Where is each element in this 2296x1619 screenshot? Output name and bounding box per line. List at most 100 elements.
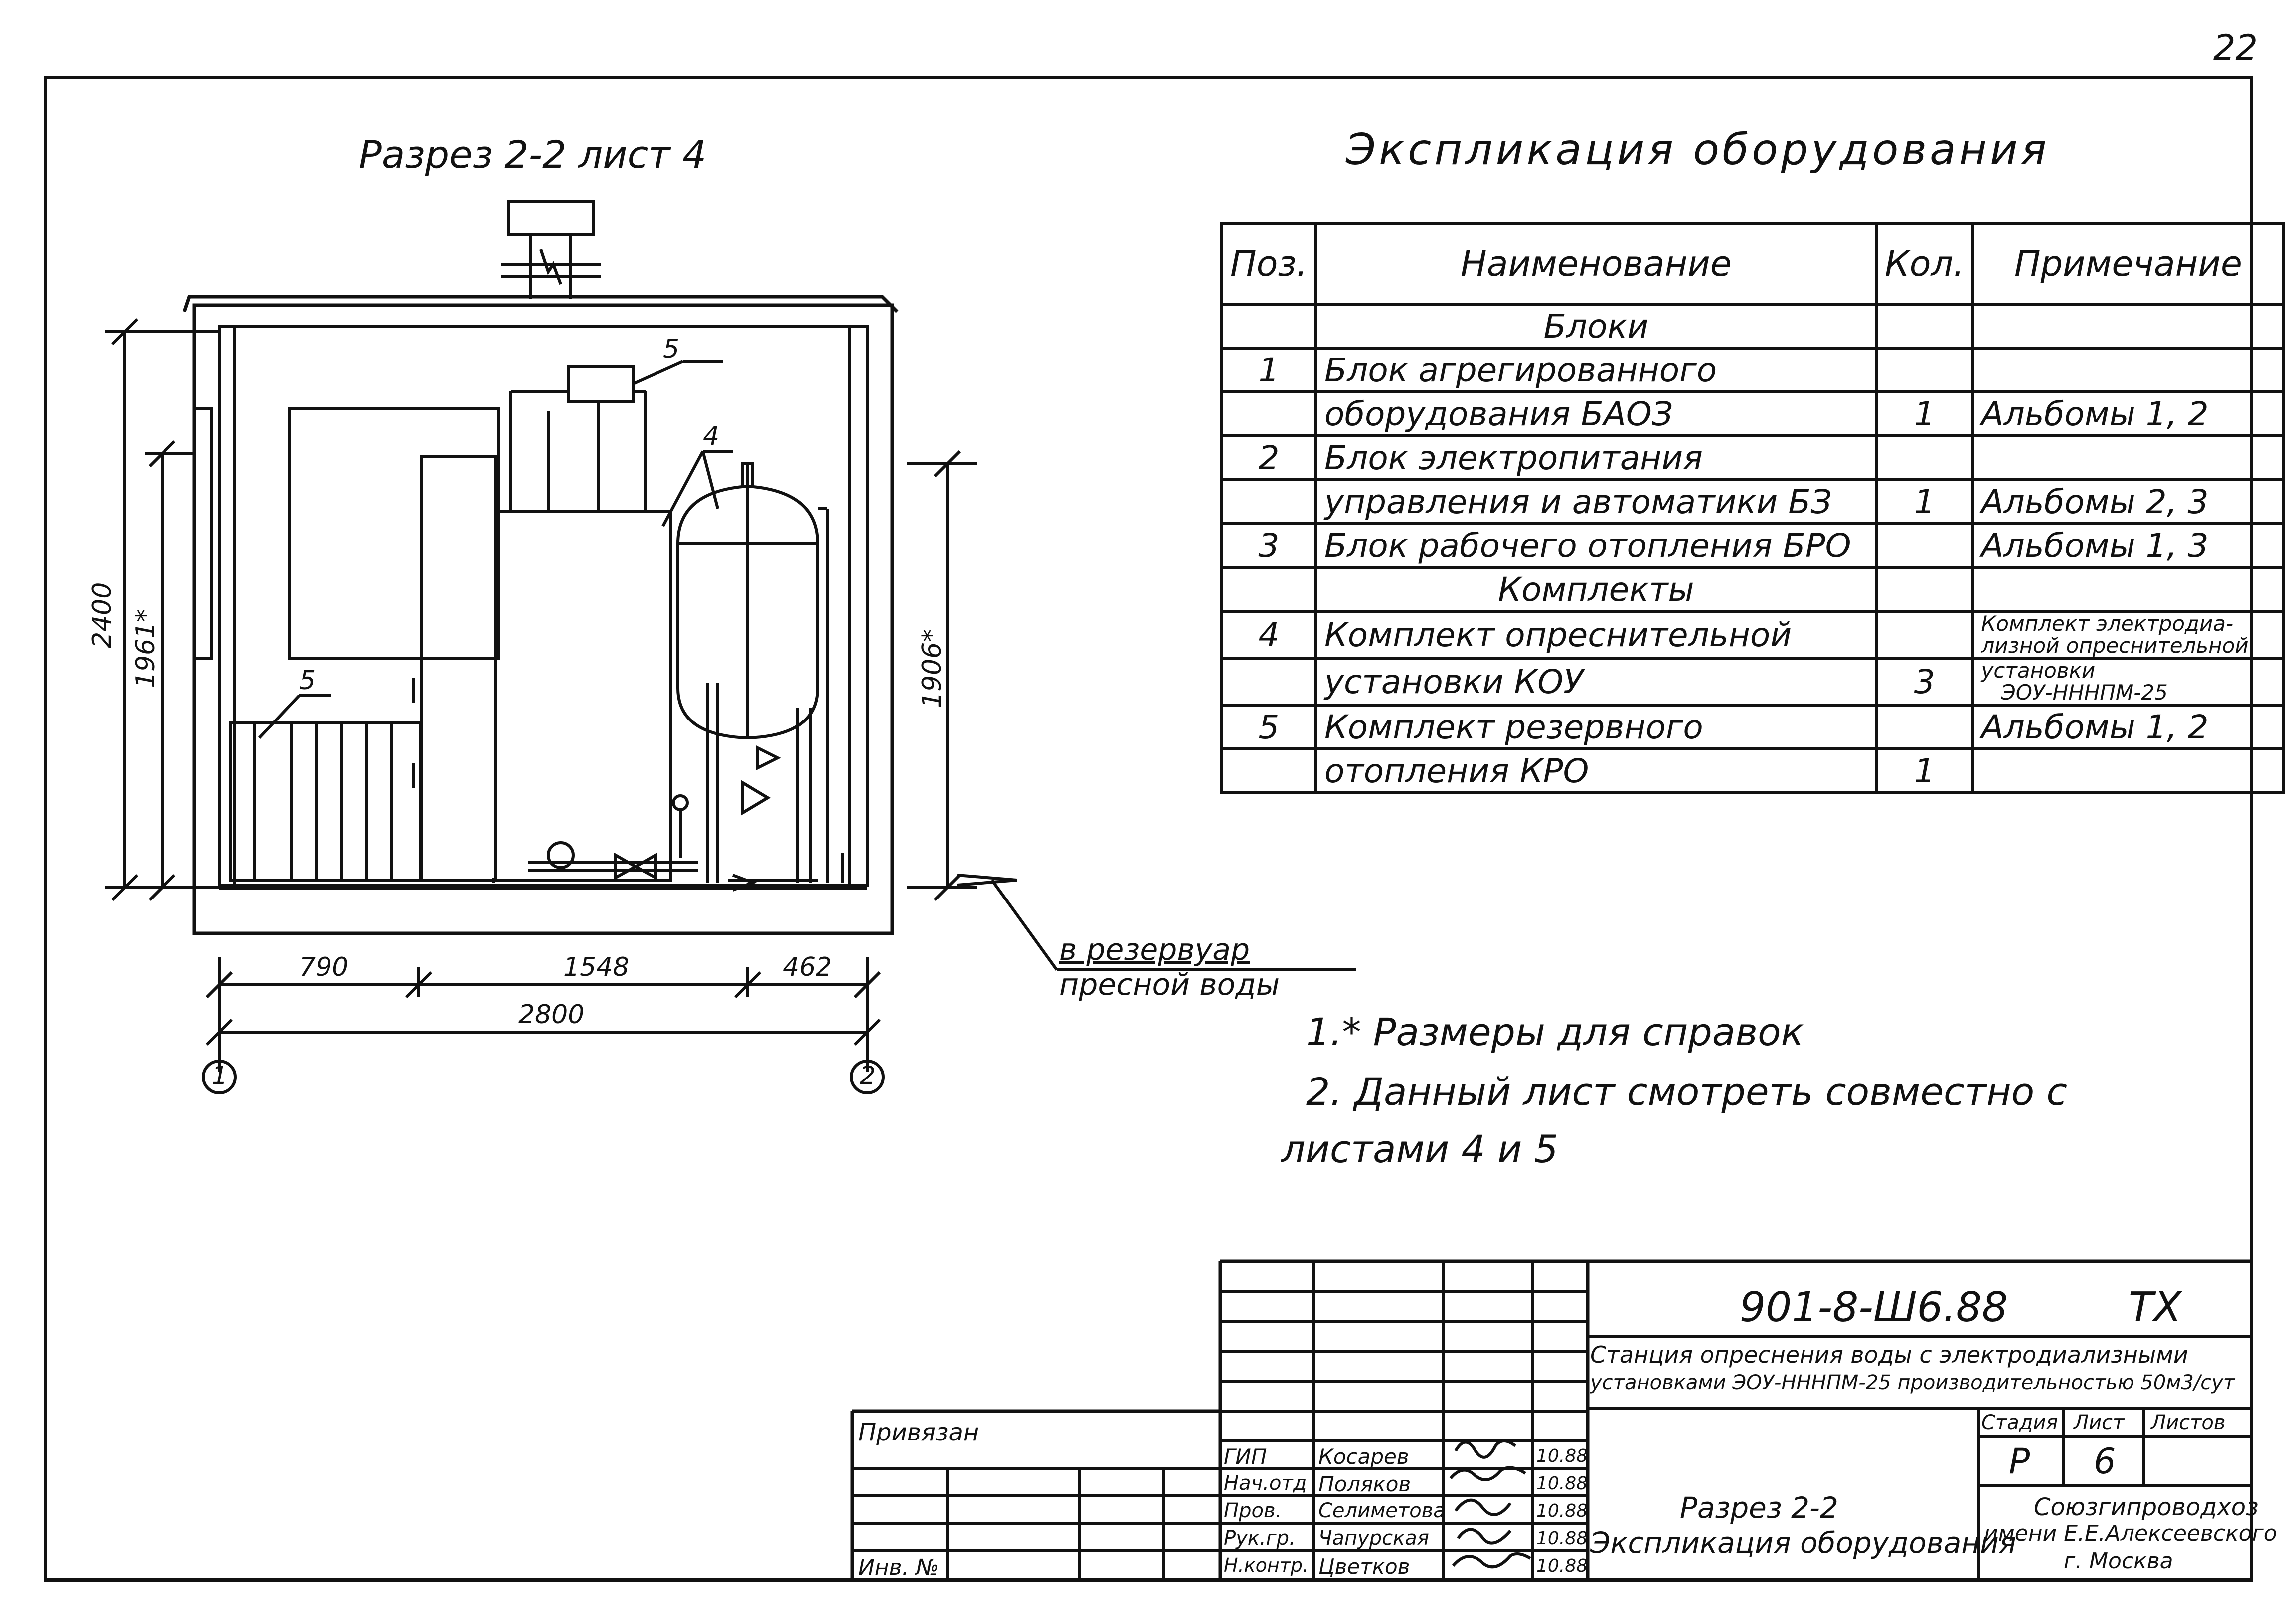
stage-label: Стадия [1981,1411,2058,1434]
row-name: Комплект опреснительной [1314,610,1878,660]
staff-role: Пров. [1224,1499,1282,1522]
sheet-name-1: Разрез 2-2 [1680,1491,1838,1525]
row-note [1971,434,2286,481]
row-note: Альбомы 2, 3 [1971,478,2286,525]
org-line-2: имени Е.Е.Алексеевского [1984,1521,2277,1546]
staff-role: Нач.отд [1224,1472,1307,1495]
table-row: 5 Комплект резервного Альбомы 1, 2 [1220,704,2286,750]
staff-name: Чапурская [1318,1527,1429,1550]
row-qty [1874,522,1974,569]
table-row: отопления КРО 1 [1220,747,2286,794]
header-qty: Кол. [1874,222,1974,306]
row-pos [1220,478,1317,525]
staff-name: Цветков [1318,1554,1410,1579]
row-group-label: Блоки [1314,303,1878,350]
header-name: Наименование [1314,222,1878,306]
sheet-value: 6 [2094,1441,2116,1482]
inv-label: Инв. № [858,1555,939,1580]
org-line-3: г. Москва [2064,1548,2173,1574]
axis-label-2: 2 [860,1061,876,1090]
org-line-1: Союзгипроводхоз [2034,1493,2259,1521]
staff-name: Поляков [1318,1472,1411,1496]
project-line-2: установками ЭОУ-НННПМ-25 производительно… [1590,1371,2235,1394]
row-name: Блок агрегированного [1314,347,1878,393]
sheet-name-2: Экспликация оборудования [1590,1526,2016,1560]
row-pos [1220,747,1317,794]
sheets-label: Листов [2151,1411,2226,1434]
row-note: Альбомы 1, 3 [1971,522,2286,569]
staff-role: Н.контр. [1224,1554,1309,1576]
stage-value: Р [2009,1441,2030,1482]
row-qty [1874,704,1974,750]
row-qty: 3 [1874,657,1974,707]
row-note [1971,347,2286,393]
row-note: установки ЭОУ-НННПМ-25 [1971,657,2286,707]
row-name: Комплект резервного [1314,704,1878,750]
staff-date: 10.88 [1536,1473,1588,1494]
row-name: Блок рабочего отопления БРО [1314,522,1878,569]
row-qty [1874,566,1974,613]
drawing-frame [44,76,2253,1582]
staff-date: 10.88 [1536,1446,1588,1466]
row-note [1971,303,2286,350]
staff-name: Косарев [1318,1444,1409,1469]
dim-width-b: 1548 [563,952,630,982]
row-qty [1874,347,1974,393]
row-name: отопления КРО [1314,747,1878,794]
note-1: 1.* Размеры для справок [1306,1010,1804,1054]
note-2: 2. Данный лист смотреть совместно с [1306,1070,2068,1114]
table-row: 2 Блок электропитания [1220,434,2286,481]
staff-name: Селиметова [1318,1499,1446,1522]
leader-label-5-left: 5 [299,666,316,696]
row-name: оборудования БАОЗ [1314,390,1878,437]
row-note [1971,566,2286,613]
table-row: оборудования БАОЗ 1 Альбомы 1, 2 [1220,390,2286,437]
staff-date: 10.88 [1536,1501,1588,1521]
row-name: управления и автоматики БЗ [1314,478,1878,525]
staff-role: Рук.гр. [1224,1527,1296,1550]
row-note: Комплект электродиа- лизной опреснительн… [1971,610,2286,660]
explication-title: Экспликация оборудования [1346,125,2050,175]
table-row: установки КОУ 3 установки ЭОУ-НННПМ-25 [1220,657,2286,707]
staff-role: ГИП [1224,1444,1267,1469]
row-qty: 1 [1874,478,1974,525]
dim-width-total: 2800 [518,1000,585,1030]
table-row: 1 Блок агрегированного [1220,347,2286,393]
project-line-1: Станция опреснения воды с электродиализн… [1590,1341,2188,1368]
table-row: Блоки [1220,303,2286,350]
doc-mark: ТХ [2129,1284,2182,1331]
row-pos: 4 [1220,610,1317,660]
row-pos [1220,566,1317,613]
leader-label-5-top: 5 [663,334,680,364]
table-row: Комплекты [1220,566,2286,613]
row-pos [1220,303,1317,350]
row-pos [1220,657,1317,707]
section-title: Разрез 2-2 лист 4 [359,132,707,177]
row-pos [1220,390,1317,437]
row-pos: 2 [1220,434,1317,481]
row-pos: 5 [1220,704,1317,750]
row-pos: 1 [1220,347,1317,393]
explication-header-row: Поз. Наименование Кол. Примечание [1220,222,2286,306]
row-name: установки КОУ [1314,657,1878,707]
outlet-label-line2: пресной воды [1059,967,1280,1002]
row-note: Альбомы 1, 2 [1971,704,2286,750]
leader-label-4: 4 [703,421,720,451]
row-note: Альбомы 1, 2 [1971,390,2286,437]
table-row: 4 Комплект опреснительной Комплект элект… [1220,610,2286,660]
row-qty [1874,610,1974,660]
outlet-label-line1: в резервуар [1059,932,1250,967]
row-name: Блок электропитания [1314,434,1878,481]
dim-width-a: 790 [299,952,349,982]
axis-label-1: 1 [212,1061,228,1090]
row-qty [1874,303,1974,350]
bound-label: Привязан [858,1419,979,1446]
row-qty: 1 [1874,747,1974,794]
row-group-label: Комплекты [1314,566,1878,613]
row-note [1971,747,2286,794]
table-row: 3 Блок рабочего отопления БРО Альбомы 1,… [1220,522,2286,569]
dim-width-c: 462 [783,952,832,982]
doc-code: 901-8-Ш6.88 [1740,1284,2008,1331]
